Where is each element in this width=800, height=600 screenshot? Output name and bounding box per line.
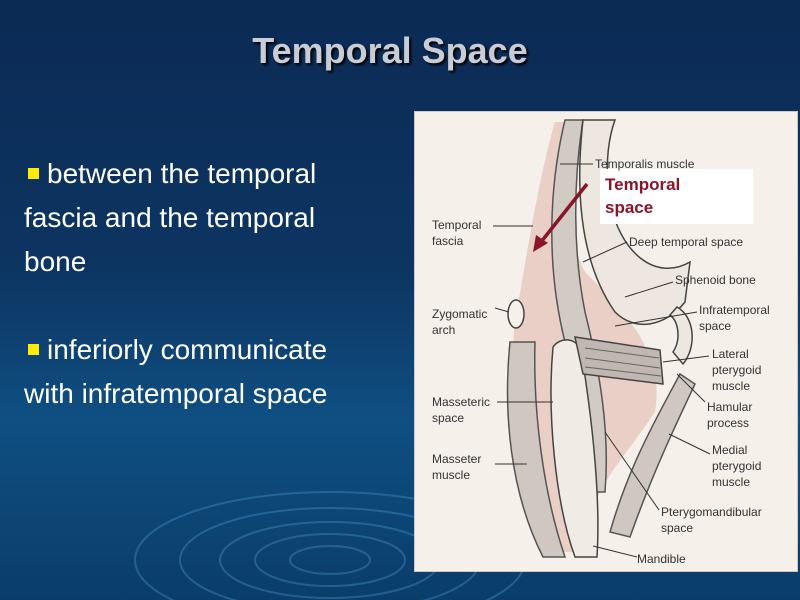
bullet-square-icon [28, 167, 39, 179]
label-zygomatic-arch: Zygomatic arch [432, 307, 488, 337]
label-temporal-fascia: Temporal fascia [432, 218, 482, 248]
slide-title: Temporal Space [252, 30, 528, 71]
label-deep-temporal-space: Deep temporal space [629, 235, 744, 249]
anatomy-figure: Temporal space Temporalis muscle Tempora… [414, 111, 798, 572]
label-sphenoid-bone: Sphenoid bone [675, 273, 756, 287]
label-lateral-pterygoid: Lateral pterygoid muscle [712, 347, 762, 393]
label-pterygomandibular-space: Pterygomandibular space [661, 505, 762, 535]
label-masseteric-space: Masseteric space [432, 395, 491, 425]
label-masseter-muscle: Masseter muscle [432, 452, 482, 482]
label-temporalis-muscle: Temporalis muscle [595, 157, 695, 171]
bullet-item: inferiorly communicate with infratempora… [24, 334, 328, 409]
label-mandible: Mandible [637, 552, 686, 566]
anatomy-drawing [493, 119, 711, 558]
bullet-item: between the temporal fascia and the temp… [24, 158, 317, 277]
temporal-space-callout: Temporal space [600, 169, 753, 224]
label-medial-pterygoid: Medial pterygoid muscle [712, 443, 762, 489]
label-hamular-process: Hamular process [707, 400, 753, 430]
bullet-list: between the temporal fascia and the temp… [24, 152, 404, 416]
label-infratemporal-space: Infratemporal space [699, 303, 770, 333]
bullet-square-icon [28, 343, 39, 355]
